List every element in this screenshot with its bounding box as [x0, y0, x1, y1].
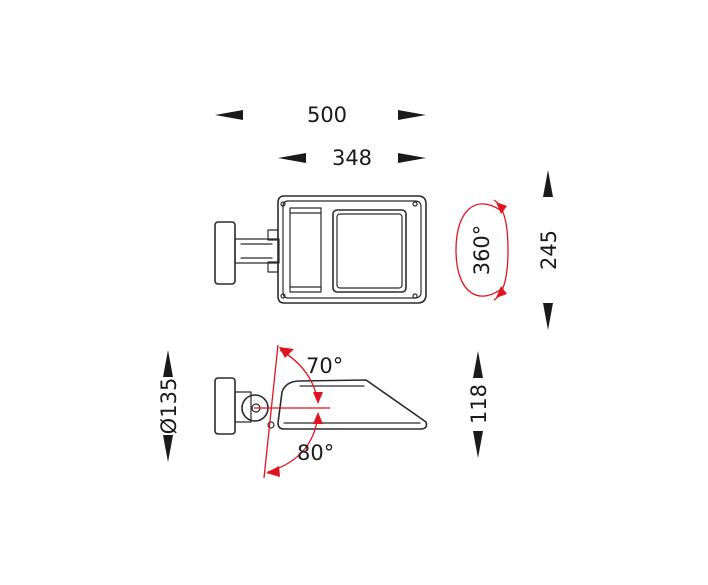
tilt-up-arrow-start: [279, 347, 294, 358]
dimension-body-length: 348: [278, 146, 426, 170]
arrow-bottom: [543, 303, 553, 330]
screw: [280, 201, 286, 207]
lens: [332, 209, 407, 293]
housing-profile: [277, 379, 428, 430]
rotation-arrow-top: [496, 202, 507, 214]
arrow-top: [473, 351, 483, 378]
top-view: [214, 195, 427, 304]
label-tilt-up: 70°: [306, 354, 343, 378]
tilt-reference-vertical: [263, 344, 279, 479]
rotation-arc: [455, 203, 501, 297]
label-overall-length: 500: [307, 103, 347, 127]
arrow-bottom: [163, 435, 173, 462]
dimension-bracket-diameter: Ø135: [157, 350, 181, 462]
pivot-nut: [267, 421, 275, 429]
lens-inner: [336, 213, 403, 289]
arrow-left: [278, 153, 306, 163]
dimension-tilt: 70° 80°: [254, 344, 343, 479]
driver-compartment: [289, 207, 322, 293]
screw: [412, 201, 418, 207]
tilt-down-arrow-start: [313, 412, 323, 424]
dimension-height: 245: [537, 170, 561, 330]
arm-block: [234, 391, 252, 423]
arrow-right: [398, 110, 426, 120]
rotation-arrow-bottom: [496, 286, 507, 298]
rotation-arc-outer: [493, 199, 509, 301]
label-rotation: 360°: [470, 225, 494, 276]
housing-inner-outline: [282, 200, 422, 299]
arrow-top: [163, 350, 173, 377]
label-tilt-down: 80°: [297, 441, 334, 465]
label-side-height: 118: [467, 384, 491, 424]
wall-plate: [214, 377, 236, 435]
screw: [412, 293, 418, 299]
arrow-right: [398, 153, 426, 163]
dimension-rotation: 360°: [455, 199, 509, 301]
dimension-overall-length: 500: [215, 103, 426, 127]
arrow-top: [543, 170, 553, 197]
dimension-side-height: 118: [467, 351, 491, 458]
screw: [280, 293, 286, 299]
housing-outline: [277, 195, 427, 304]
tilt-up-arrow-end: [313, 392, 323, 404]
arrow-left: [215, 110, 243, 120]
label-height: 245: [537, 230, 561, 270]
arrow-bottom: [473, 431, 483, 458]
wall-plate: [214, 221, 236, 285]
label-bracket-diameter: Ø135: [157, 378, 181, 435]
side-view: [214, 377, 428, 435]
mounting-arm: [234, 238, 280, 264]
label-body-length: 348: [332, 146, 372, 170]
tilt-down-arrow-end: [266, 466, 280, 477]
